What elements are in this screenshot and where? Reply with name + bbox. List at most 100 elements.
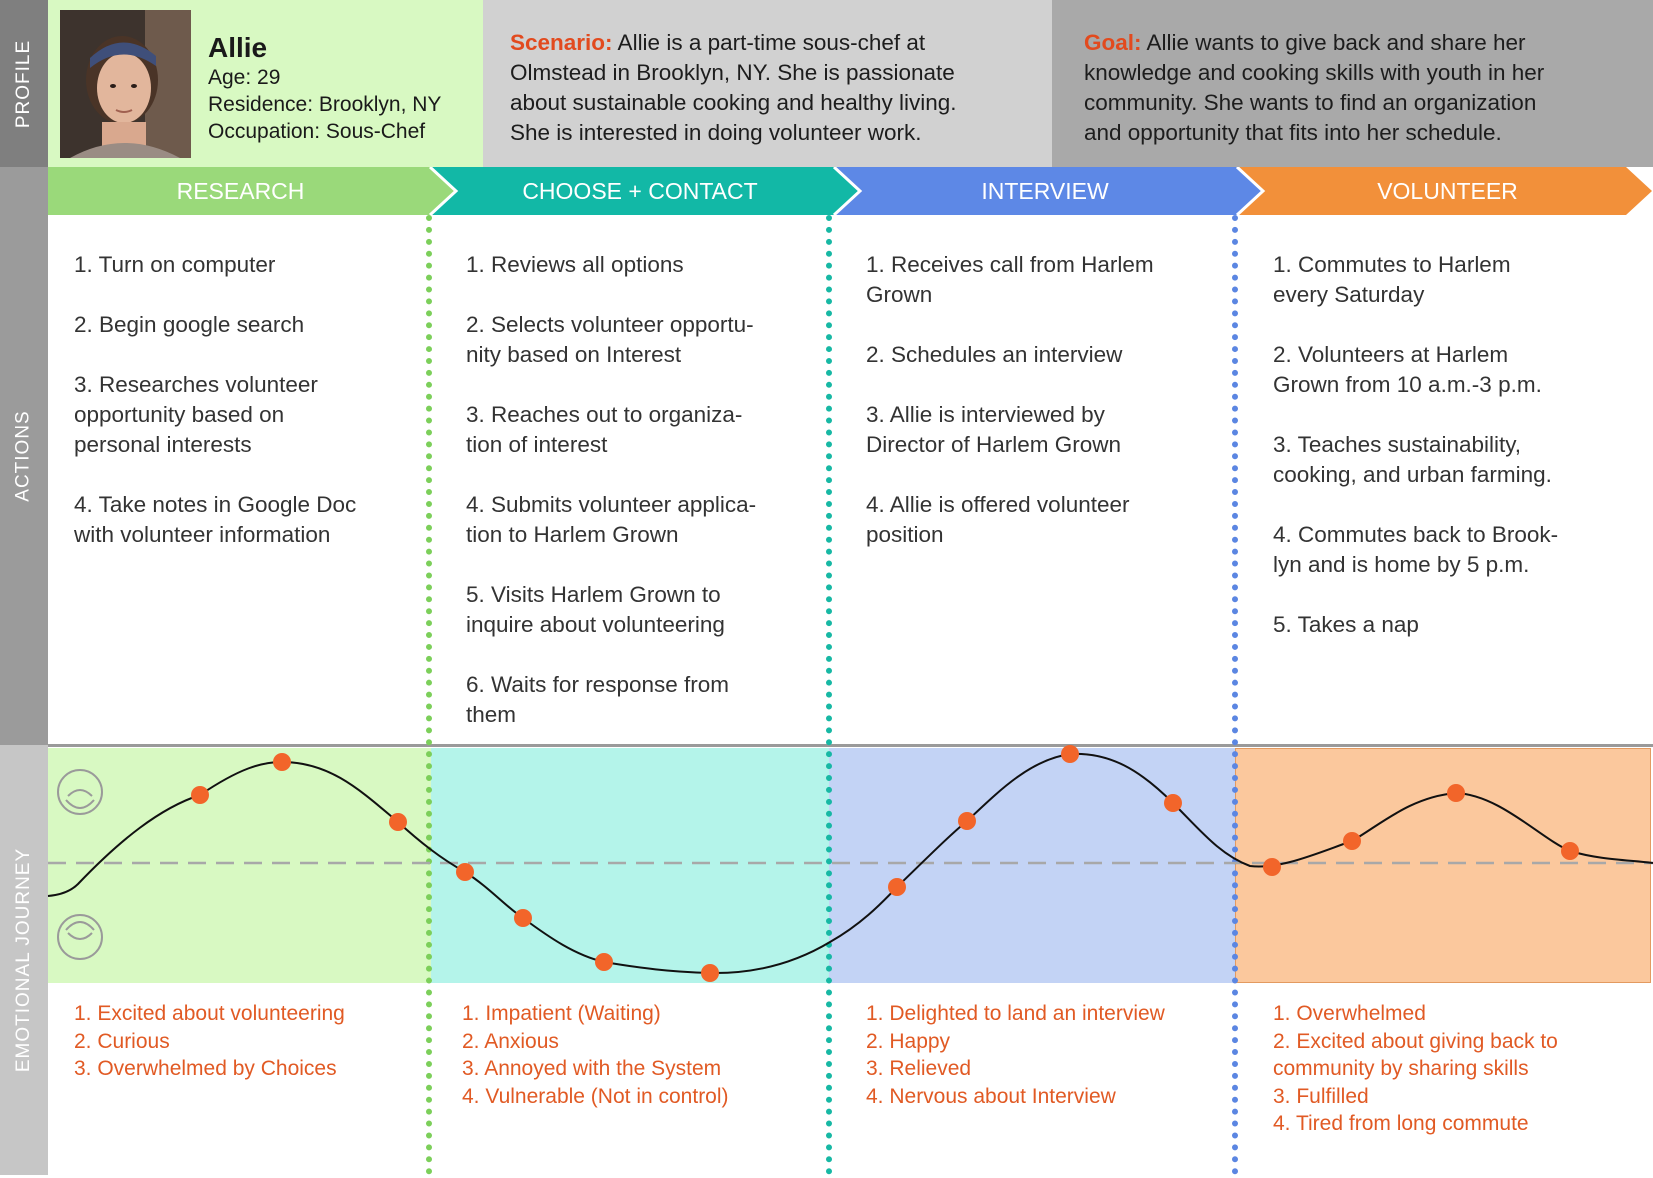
emotion-item: 2. Curious [74,1029,170,1053]
rail-profile-bg [0,0,48,167]
stage-title-research: RESEARCH [176,177,305,204]
emotions-research: 1. Excited about volunteering 2. Curious… [74,1000,419,1083]
rail-emotion-bg [0,745,48,1175]
emotion-point [701,964,719,982]
emotion-point [1561,842,1579,860]
action-item: 6. Waits for response from them [466,672,730,727]
emotion-point [1164,794,1182,812]
goal-line: and opportunity that fits into her sched… [1084,120,1502,145]
stage-title-interview: INTERVIEW [981,177,1109,204]
action-item: 4. Submits volunteer applica- tion to Ha… [466,492,757,547]
stage-title-choose-contact: CHOOSE + CONTACT [522,177,758,204]
emotion-point [456,863,474,881]
scenario-line: about sustainable cooking and healthy li… [510,90,957,115]
emotion-item: 2. Happy [866,1029,951,1053]
emotion-item: 1. Impatient (Waiting) [462,1002,661,1025]
emotions-interview: 1. Delighted to land an interview 2. Hap… [866,1000,1231,1110]
emotion-item: 3. Annoyed with the System [462,1057,722,1080]
emotions-choose-contact: 1. Impatient (Waiting) 2. Anxious 3. Ann… [462,1000,817,1110]
action-item: 2. Schedules an interview [866,342,1123,367]
goal-line: Allie wants to give back and share her [1141,30,1526,55]
action-item: 3. Teaches sustainability, cooking, and … [1273,432,1552,487]
frown-face-icon [57,914,103,960]
section-divider [48,744,1653,747]
emotion-item: 3. Fulfilled [1273,1084,1369,1108]
emotion-item: 2. Excited about giving back to communit… [1273,1029,1558,1081]
scenario-text: Scenario: Allie is a part-time sous-chef… [510,28,1045,148]
action-item: 5. Takes a nap [1273,612,1419,637]
stage-arrow-research [48,167,456,215]
action-item: 4. Take notes in Google Doc with volunte… [74,492,357,547]
action-item: 3. Researches volunteer opportunity base… [74,372,318,457]
persona-photo-icon [60,10,191,158]
emotion-item: 1. Overwhelmed [1273,1002,1426,1025]
goal-line: knowledge and cooking skills with youth … [1084,60,1545,85]
scenario-line: Allie is a part-time sous-chef at [612,30,926,55]
emotion-item: 4. Vulnerable (Not in control) [462,1084,729,1108]
emotion-point [958,812,976,830]
action-item: 1. Commutes to Harlem every Saturday [1273,252,1511,307]
emotion-item: 4. Tired from long commute [1273,1112,1529,1135]
action-item: 1. Reviews all options [466,252,684,277]
action-item: 1. Turn on computer [74,252,276,277]
stage-arrow-interview [834,167,1263,215]
emotion-panel-choose-contact [431,748,829,983]
emotion-panel-interview [829,748,1235,983]
emotions-volunteer: 1. Overwhelmed 2. Excited about giving b… [1273,1000,1643,1138]
goal-label: Goal: [1084,30,1142,55]
persona-occupation: Occupation: Sous-Chef [208,120,426,143]
action-item: 4. Commutes back to Brook- lyn and is ho… [1273,522,1559,577]
emotion-item: 1. Delighted to land an interview [866,1002,1165,1025]
stage-arrow-choose-contact [430,167,860,215]
action-item: 2. Volunteers at Harlem Grown from 10 a.… [1273,342,1542,397]
rail-actions-bg [0,167,48,745]
emotion-item: 1. Excited about volunteering [74,1002,345,1025]
actions-choose-contact: 1. Reviews all options 2. Selects volunt… [466,250,816,760]
emotion-point [273,753,291,771]
stage-divider-1 [426,215,432,1175]
emotion-point [1343,832,1361,850]
action-item: 4. Allie is offered volunteer position [866,492,1130,547]
scenario-label: Scenario: [510,30,613,55]
stage-arrow-volunteer [1237,167,1652,215]
stage-title-volunteer: VOLUNTEER [1377,177,1518,204]
emotion-item: 3. Relieved [866,1057,972,1080]
scenario-box [483,0,1052,167]
emotion-points [191,745,1579,982]
goal-text: Goal: Allie wants to give back and share… [1084,28,1644,148]
smiley-face-icon [57,769,103,815]
emotion-point [595,953,613,971]
emotion-point [1061,745,1079,763]
stage-divider-3 [1232,215,1238,1175]
emotion-item: 4. Nervous about Interview [866,1084,1116,1108]
emotion-point [514,909,532,927]
stage-divider-2 [826,215,832,1175]
action-item: 3. Allie is interviewed by Director of H… [866,402,1122,457]
action-item: 3. Reaches out to organiza- tion of inte… [466,402,743,457]
actions-volunteer: 1. Commutes to Harlem every Saturday 2. … [1273,250,1643,670]
emotion-point [888,878,906,896]
emotion-panel-volunteer [1235,748,1651,983]
emotion-panel-research [48,748,431,983]
emotion-point [389,813,407,831]
actions-interview: 1. Receives call from Harlem Grown 2. Sc… [866,250,1226,580]
scenario-line: Olmstead in Brooklyn, NY. She is passion… [510,60,955,85]
action-item: 1. Receives call from Harlem Grown [866,252,1154,307]
persona-photo [60,10,191,158]
emotion-item: 3. Overwhelmed by Choices [74,1057,337,1080]
action-item: 5. Visits Harlem Grown to inquire about … [466,582,725,637]
scenario-line: She is interested in doing volunteer wor… [510,120,922,145]
actions-research: 1. Turn on computer 2. Begin google sear… [74,250,414,580]
emotion-item: 2. Anxious [462,1029,559,1053]
action-item: 2. Selects volunteer opportu- nity based… [466,312,754,367]
emotion-point [1263,858,1281,876]
goal-line: community. She wants to find an organiza… [1084,90,1537,115]
persona-name: Allie [208,32,268,63]
emotion-point [1447,784,1465,802]
emotion-point [191,786,209,804]
action-item: 2. Begin google search [74,312,305,337]
goal-box [1052,0,1653,167]
stage-arrows [48,167,1652,215]
persona-age: Age: 29 [208,66,281,89]
